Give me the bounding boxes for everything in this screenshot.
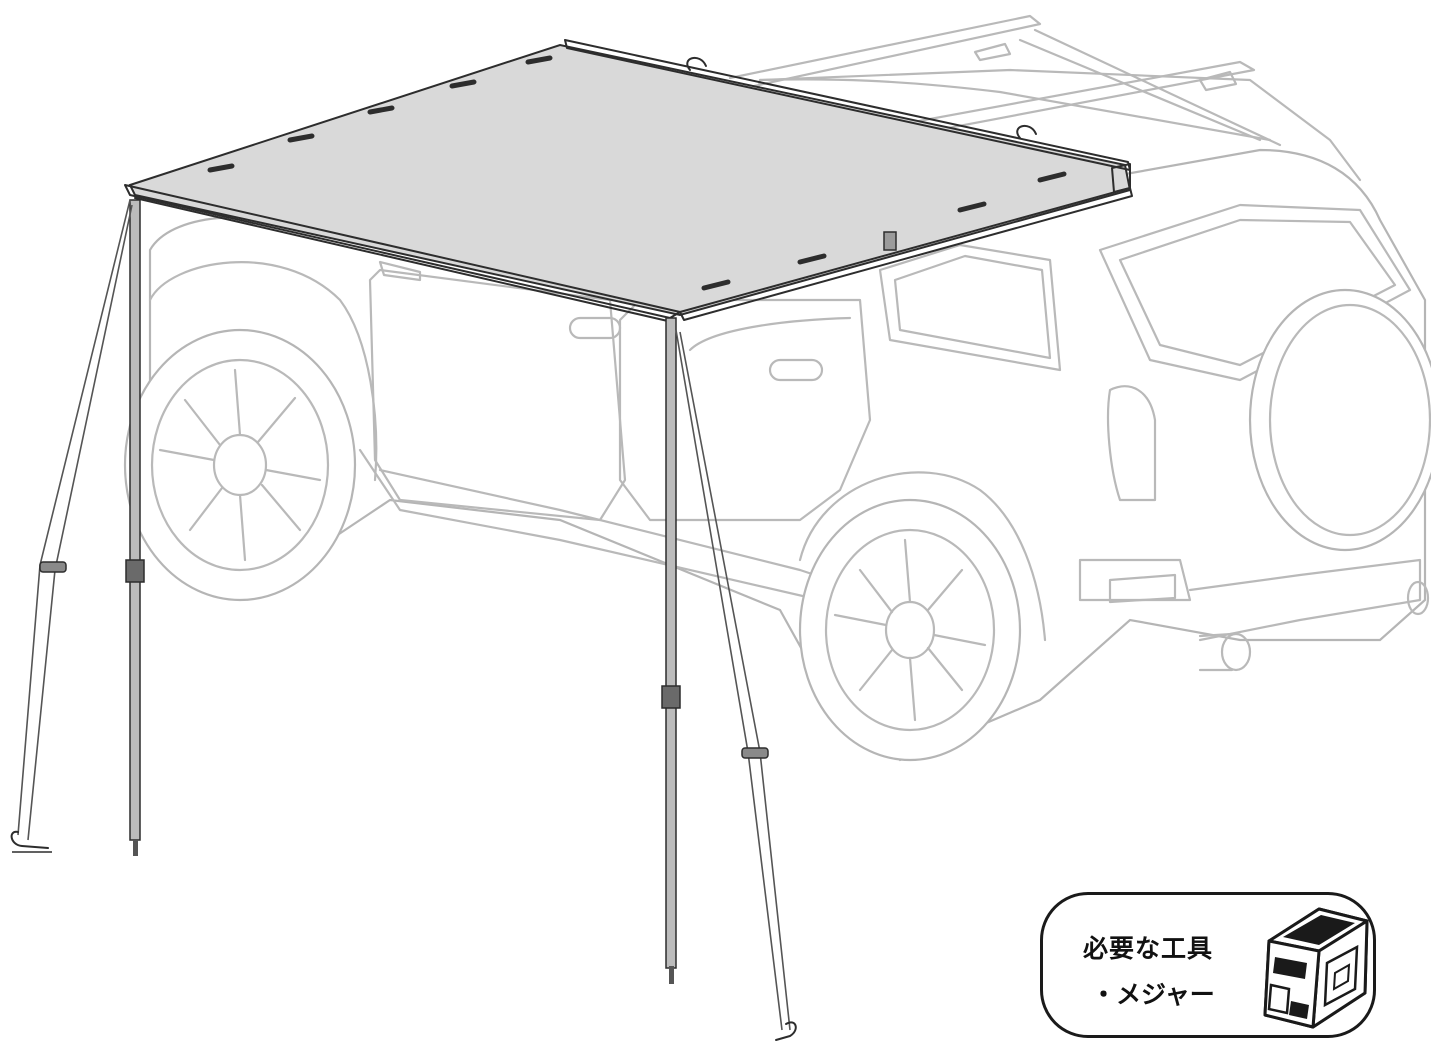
tape-measure-icon [1263,907,1369,1029]
awning-straps [207,55,1067,291]
required-tools-panel: 必要な工具 ・メジャー [1040,892,1376,1038]
guy-ropes [10,199,797,1041]
required-tools-title: 必要な工具 [1083,934,1214,963]
support-pole-right [661,317,681,984]
support-pole-left [125,199,145,856]
required-tool-item: ・メジャー [1091,980,1215,1009]
awning [124,39,1133,323]
rope-tensioner-right [741,747,769,759]
rope-tensioner-left [39,561,67,573]
